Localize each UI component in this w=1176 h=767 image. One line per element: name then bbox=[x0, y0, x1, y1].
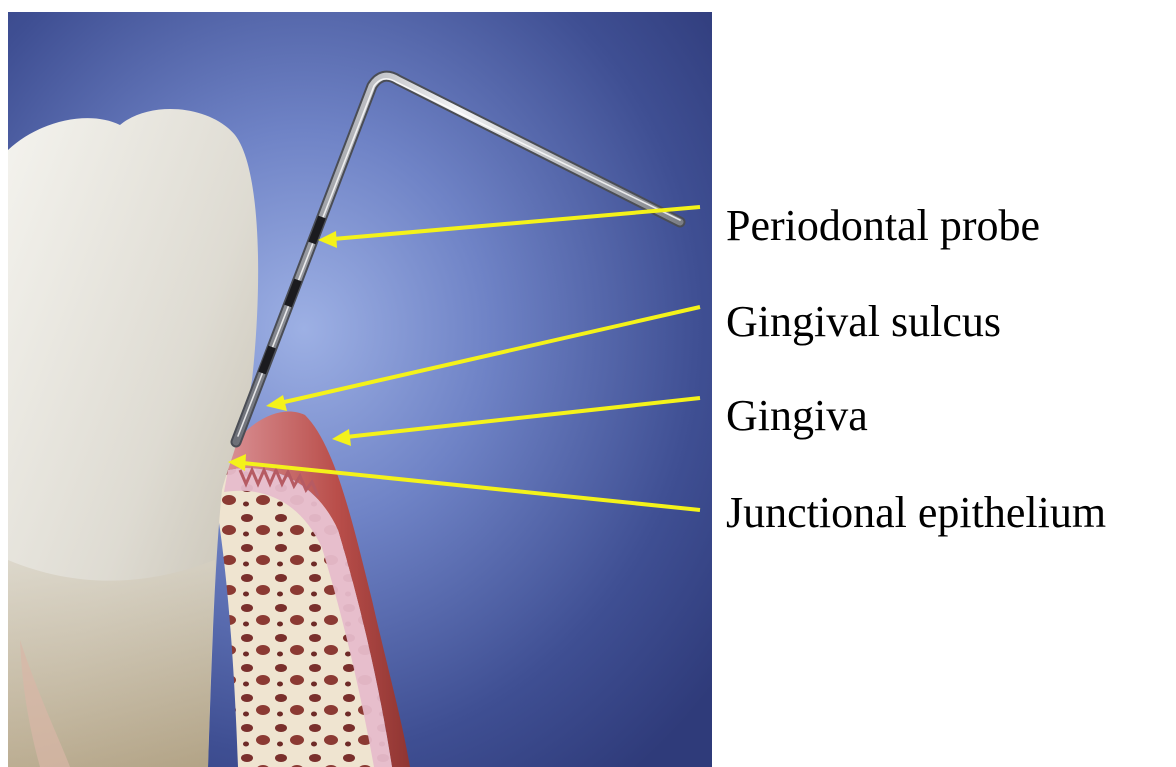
illustration bbox=[8, 12, 712, 767]
label-gingiva: Gingiva bbox=[726, 391, 868, 440]
label-gingival-sulcus: Gingival sulcus bbox=[726, 297, 1001, 346]
label-junctional-epithelium: Junctional epithelium bbox=[726, 488, 1106, 537]
label-periodontal-probe: Periodontal probe bbox=[726, 201, 1040, 250]
